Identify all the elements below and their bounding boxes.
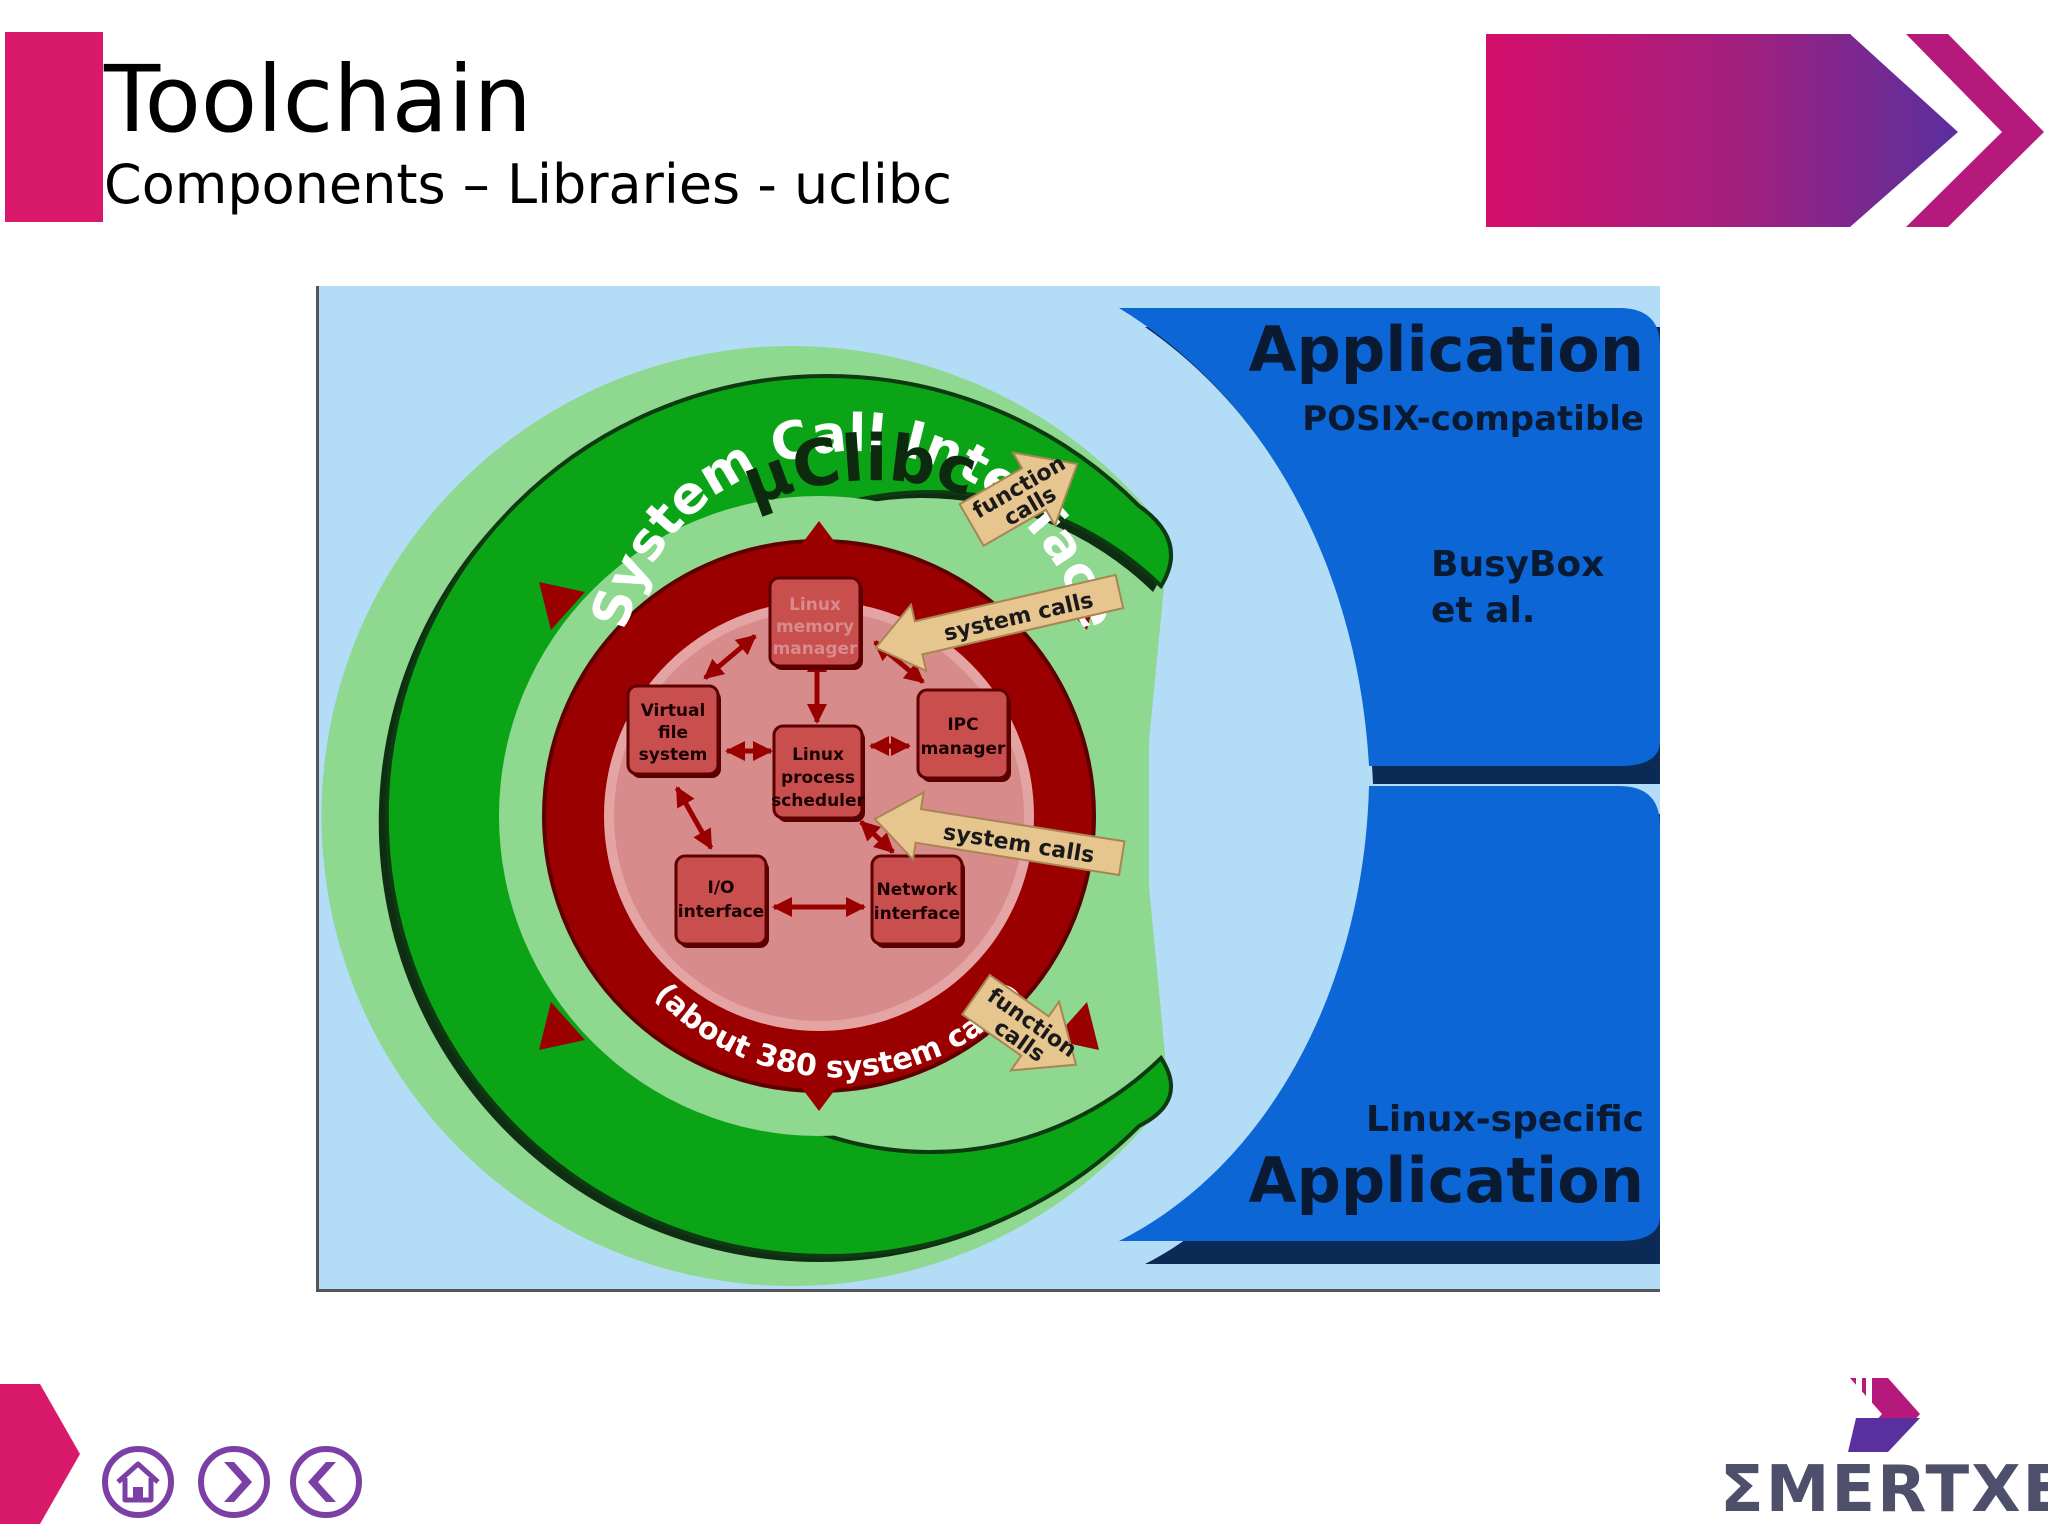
svg-text:manager: manager [921,739,1006,759]
top-app-subtitle: POSIX-compatible [1302,399,1644,439]
svg-text:interface: interface [874,904,960,924]
slide-subtitle: Components – Libraries - uclibc [104,153,952,216]
bottom-app-title: Application [1249,1144,1644,1217]
header-accent-bar [5,32,103,222]
header-banner-arrows [1486,34,2044,227]
svg-text:memory: memory [776,617,854,637]
home-button[interactable] [100,1444,176,1520]
bottom-application-block [1119,786,1660,1241]
svg-text:Linux: Linux [792,745,844,765]
uclibc-diagram: System Call Interface (about 380 system … [316,286,1660,1292]
svg-text:I/O: I/O [708,878,735,898]
kernel-module-io-interface: I/O interface [674,854,769,948]
kernel-module-memory-manager: Linux memory manager [768,576,863,670]
previous-slide-button[interactable] [288,1444,364,1520]
chevron-right-icon [224,1462,252,1502]
top-app-example-2: et al. [1431,590,1535,631]
top-application-block [1119,308,1660,766]
svg-text:file: file [658,723,688,743]
svg-text:Linux: Linux [789,595,841,615]
bottom-app-subtitle: Linux-specific [1366,1099,1644,1140]
emertxe-logo-mark [1848,1378,1920,1452]
svg-text:manager: manager [773,639,858,659]
kernel-module-process-scheduler: Linux process scheduler [771,724,866,822]
svg-text:IPC: IPC [947,715,978,735]
chevron-left-icon [308,1462,336,1502]
diagram-canvas: System Call Interface (about 380 system … [321,308,1660,1286]
slide-title: Toolchain [104,46,532,153]
kernel-module-virtual-file-system: Virtual file system [626,684,721,778]
svg-text:Network: Network [877,880,959,900]
svg-text:Virtual: Virtual [641,701,706,721]
next-slide-button[interactable] [196,1444,272,1520]
svg-text:system: system [639,745,708,765]
top-app-title: Application [1249,313,1644,386]
svg-text:process: process [781,768,855,788]
kernel-module-ipc-manager: IPC manager [916,688,1011,782]
footer-accent-tab [0,1384,80,1524]
kernel-module-network-interface: Network interface [870,854,965,948]
emertxe-logo-text: ΣMERTXE [1720,1453,2048,1527]
top-app-example-1: BusyBox [1431,544,1604,585]
svg-text:interface: interface [678,902,764,922]
home-icon [116,1461,160,1503]
svg-text:scheduler: scheduler [771,791,865,811]
